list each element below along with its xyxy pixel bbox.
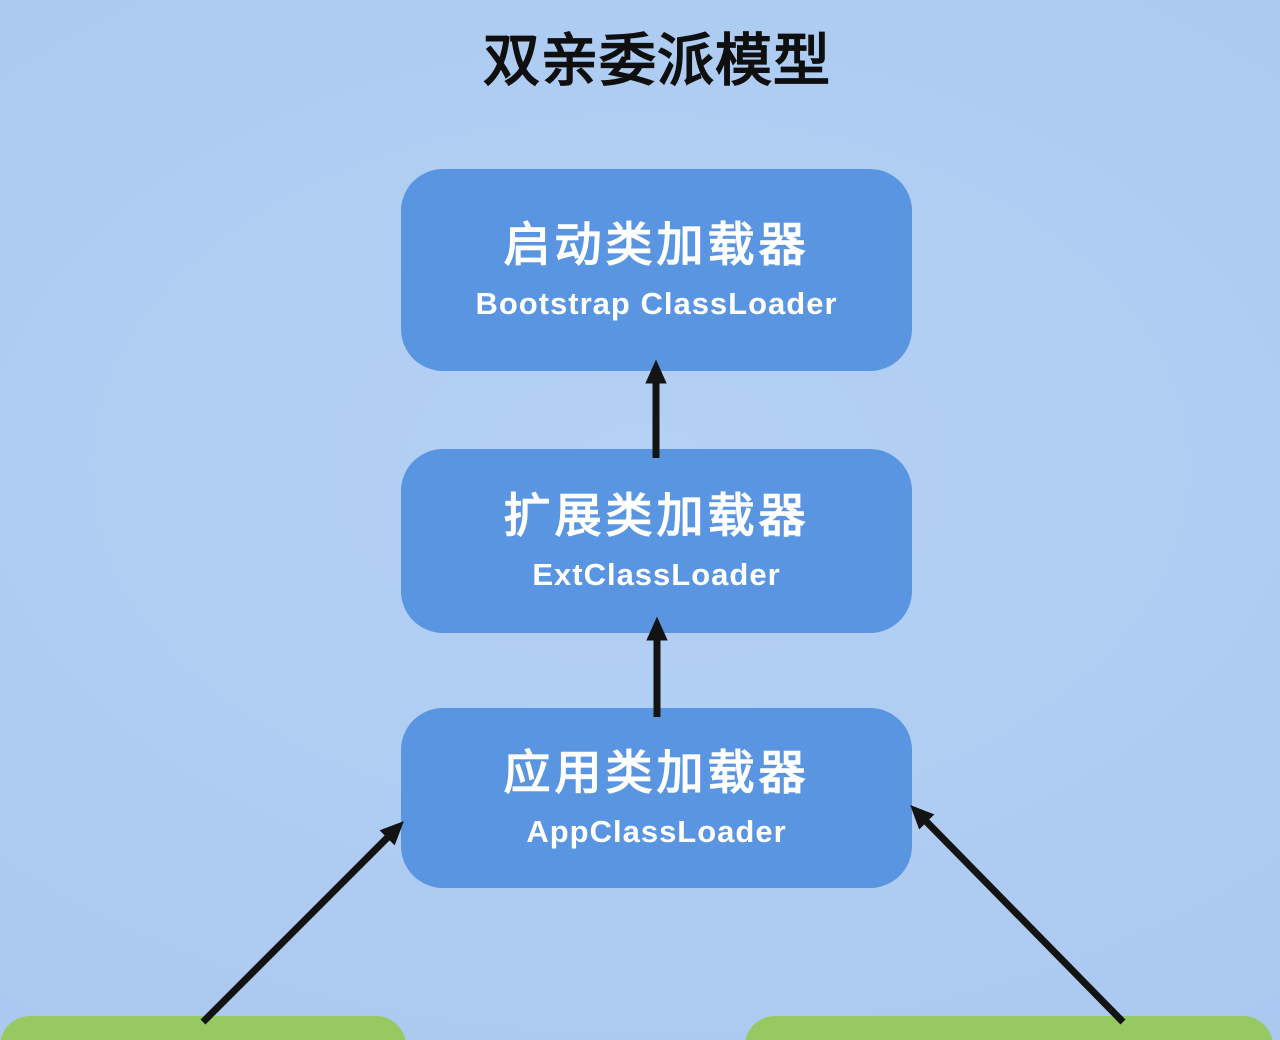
- source-box-right: [745, 1016, 1273, 1040]
- classloader-node-bootstrap: 启动类加载器 Bootstrap ClassLoader: [401, 169, 912, 371]
- arrow-left-source-to-app: [200, 821, 404, 1025]
- ext-label-en: ExtClassLoader: [532, 557, 781, 592]
- classloader-node-app: 应用类加载器 AppClassLoader: [401, 708, 912, 888]
- arrow-right-source-to-app: [910, 805, 1126, 1025]
- ext-label-zh: 扩展类加载器: [503, 489, 810, 542]
- app-label-zh: 应用类加载器: [503, 746, 810, 799]
- classloader-node-ext: 扩展类加载器 ExtClassLoader: [401, 449, 912, 633]
- diagram-title: 双亲委派模型: [483, 29, 831, 93]
- bootstrap-label-zh: 启动类加载器: [503, 218, 810, 271]
- source-box-left: [0, 1016, 406, 1040]
- app-label-en: AppClassLoader: [526, 814, 787, 849]
- bootstrap-label-en: Bootstrap ClassLoader: [475, 286, 838, 321]
